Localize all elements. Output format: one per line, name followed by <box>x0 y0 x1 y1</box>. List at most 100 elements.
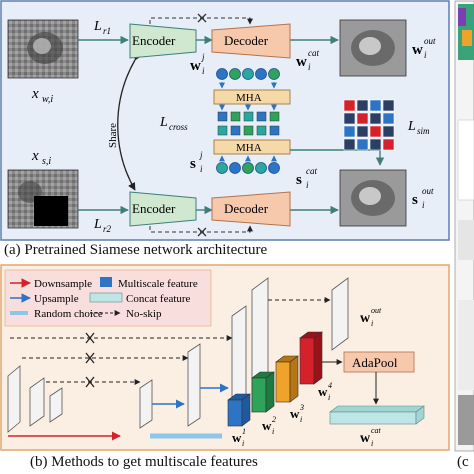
decoder-bottom-label: Decoder <box>224 201 269 216</box>
feature-row-s <box>217 125 280 136</box>
s-j-label: s j i <box>190 150 203 174</box>
svg-text:i: i <box>424 50 427 60</box>
decoder-top-label: Decoder <box>224 33 269 48</box>
skip-lines <box>10 297 331 385</box>
svg-text:i: i <box>306 180 309 190</box>
w-out-label: w out i <box>412 36 436 60</box>
legend-multiscale: Multiscale feature <box>118 278 198 290</box>
mha-arrows <box>219 82 277 162</box>
svg-text:j: j <box>201 52 205 62</box>
svg-text:s,i: s,i <box>42 156 51 167</box>
encoder-blocks <box>7 365 63 433</box>
svg-text:x: x <box>31 86 39 102</box>
svg-text:out: out <box>424 36 436 46</box>
encoder-bottom <box>129 191 197 227</box>
legend-noskip: No-skip <box>126 308 162 320</box>
svg-text:L: L <box>93 19 102 34</box>
node-row-s <box>216 162 280 174</box>
svg-text:L: L <box>93 217 102 232</box>
panel-c-caption: (c <box>457 454 469 470</box>
svg-text:r2: r2 <box>103 224 112 234</box>
loss-sim-label: L sim <box>407 119 430 136</box>
svg-text:s: s <box>412 192 418 208</box>
panel-b-caption: (b) Methods to get multiscale features <box>30 454 258 470</box>
legend-upsample: Upsample <box>34 293 79 305</box>
w-out-block <box>331 277 349 351</box>
svg-text:1: 1 <box>242 427 246 436</box>
skip-cross-marks <box>85 332 95 388</box>
input-image-bottom <box>7 169 79 229</box>
mha-bottom-label: MHA <box>236 142 262 154</box>
legend-concat: Concat feature <box>126 293 191 305</box>
no-skip-lines <box>149 17 253 233</box>
panel-b: Downsample Upsample Random choice Multis… <box>0 264 450 451</box>
no-skip-cross-marks <box>197 13 207 237</box>
output-image-bottom <box>339 169 407 227</box>
random-mask <box>34 196 68 226</box>
mha-bottom <box>213 139 291 155</box>
svg-text:w: w <box>232 430 242 445</box>
svg-text:i: i <box>242 439 244 448</box>
svg-text:w: w <box>296 54 307 70</box>
svg-text:w: w <box>318 384 328 399</box>
svg-text:j: j <box>199 150 203 160</box>
svg-text:w: w <box>412 42 423 58</box>
svg-text:i: i <box>308 62 311 72</box>
svg-text:cross: cross <box>169 122 188 132</box>
decoder-top <box>211 23 291 59</box>
svg-text:r1: r1 <box>103 26 111 36</box>
svg-text:cat: cat <box>306 166 317 176</box>
input-image-top <box>7 19 79 79</box>
mha-top <box>213 89 291 105</box>
s-out-label: s out i <box>412 186 434 210</box>
similarity-matrix <box>343 99 395 151</box>
svg-text:x: x <box>31 148 39 164</box>
b-w4-label: w 4 i <box>318 381 332 402</box>
svg-text:i: i <box>300 415 302 424</box>
loss-cross-label: L cross <box>159 115 188 132</box>
svg-text:w: w <box>262 418 272 433</box>
adapool-box <box>343 351 415 373</box>
panel-a: Encoder Decoder Encoder Decoder MHA MHA … <box>0 0 450 241</box>
svg-text:i: i <box>422 200 425 210</box>
svg-text:w: w <box>290 406 300 421</box>
svg-text:i: i <box>200 164 203 174</box>
b-w-out-label: w out i <box>360 306 382 328</box>
input-top-label: x w,i <box>31 86 53 105</box>
svg-text:L: L <box>159 115 168 130</box>
svg-text:cat: cat <box>308 48 319 58</box>
concat-feature-block <box>329 405 425 425</box>
encoder-top-label: Encoder <box>132 33 176 48</box>
svg-text:2: 2 <box>272 415 276 424</box>
mha-top-label: MHA <box>236 92 262 104</box>
svg-text:i: i <box>272 427 274 436</box>
svg-text:w: w <box>360 431 371 446</box>
svg-text:out: out <box>422 186 434 196</box>
w-j-label: w j i <box>190 52 205 76</box>
adapool-arrows <box>322 359 379 405</box>
multiscale-features <box>227 331 323 427</box>
svg-text:i: i <box>328 393 330 402</box>
svg-text:i: i <box>371 319 373 328</box>
legend-random: Random choice <box>34 308 103 320</box>
svg-text:4: 4 <box>328 381 332 390</box>
node-row-w <box>216 68 280 80</box>
share-arrow <box>117 51 142 191</box>
svg-text:w,i: w,i <box>42 94 53 105</box>
panel-c-strip <box>454 0 474 452</box>
svg-text:w: w <box>360 311 371 326</box>
svg-text:i: i <box>202 66 205 76</box>
decoder-bottom <box>211 191 291 227</box>
svg-text:s: s <box>296 172 302 188</box>
input-bottom-label: x s,i <box>31 148 51 167</box>
s-cat-label: s cat i <box>296 166 317 190</box>
output-image-top <box>339 19 407 77</box>
adapool-label: AdaPool <box>352 355 398 370</box>
loss-r2-label: L r2 <box>93 217 112 234</box>
b-w2-label: w 2 i <box>262 415 276 436</box>
svg-text:s: s <box>190 156 196 172</box>
legend-downsample: Downsample <box>34 278 92 290</box>
svg-text:3: 3 <box>299 403 304 412</box>
b-w-cat-label: w cat i <box>360 426 382 448</box>
